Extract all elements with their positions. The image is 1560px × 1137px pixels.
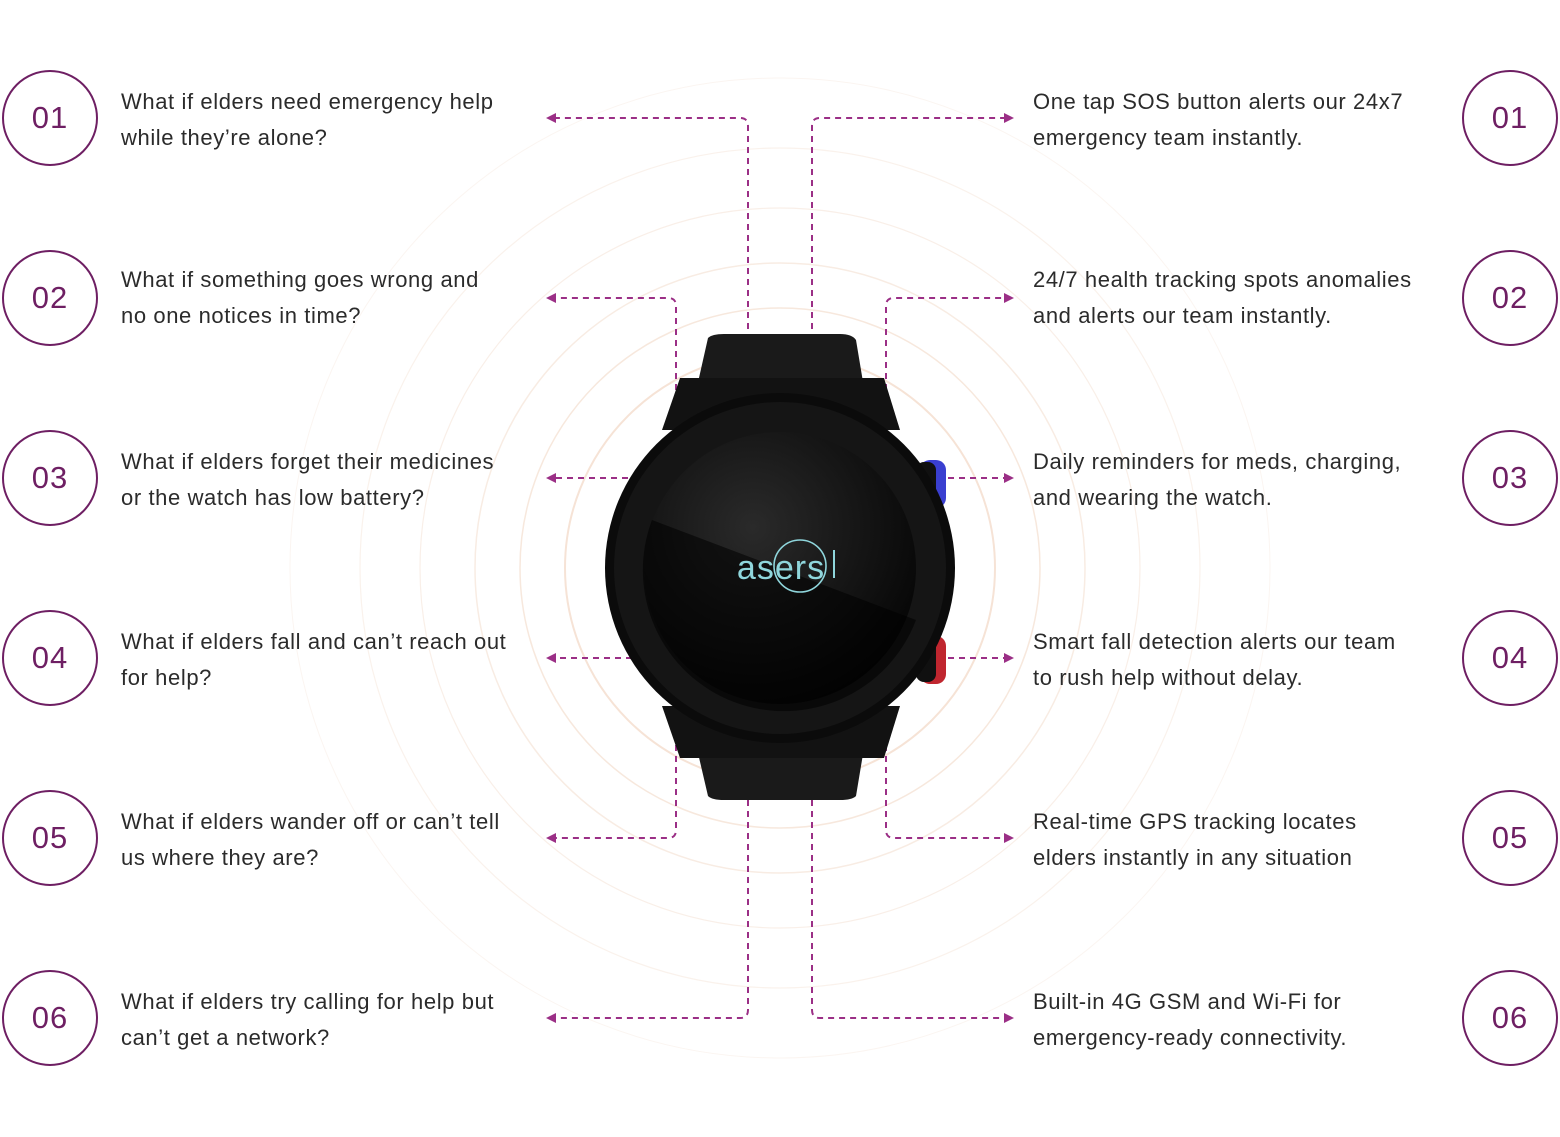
question-text: What if elders need emergency help while…	[121, 89, 494, 150]
connector-q1	[546, 113, 749, 340]
answer-number-badge: 04	[1462, 610, 1558, 706]
watch-logo: asers	[736, 548, 826, 587]
connector-a2	[885, 293, 1014, 390]
connector-q6	[546, 800, 749, 1023]
answer-text: Daily reminders for meds, charging, and …	[1033, 449, 1402, 510]
question-number-badge: 03	[2, 430, 98, 526]
answer-text: Built-in 4G GSM and Wi-Fi for emergency-…	[1033, 989, 1348, 1050]
question-text: What if something goes wrong and no one …	[121, 267, 479, 328]
question-number-badge: 04	[2, 610, 98, 706]
question-number-badge: 02	[2, 250, 98, 346]
smartwatch-illustration	[605, 334, 955, 800]
connector-a6	[811, 800, 1014, 1023]
question-text: What if elders wander off or can’t tell …	[121, 809, 500, 870]
connector-q5	[546, 745, 677, 843]
question-text: What if elders try calling for help but …	[121, 989, 495, 1050]
answer-text: One tap SOS button alerts our 24x7 emerg…	[1033, 89, 1404, 150]
answer-text: 24/7 health tracking spots anomalies and…	[1033, 267, 1412, 328]
question-number-badge: 05	[2, 790, 98, 886]
answer-number-badge: 01	[1462, 70, 1558, 166]
answer-number-badge: 05	[1462, 790, 1558, 886]
connector-q2	[546, 293, 677, 390]
question-number-badge: 06	[2, 970, 98, 1066]
answer-number-badge: 02	[1462, 250, 1558, 346]
left-connectors	[546, 113, 749, 1023]
question-number-badge: 01	[2, 70, 98, 166]
connector-a1	[811, 113, 1014, 340]
answer-number-badge: 06	[1462, 970, 1558, 1066]
right-connectors	[811, 113, 1014, 1023]
question-text: What if elders forget their medicines or…	[121, 449, 495, 510]
answer-text: Smart fall detection alerts our team to …	[1033, 629, 1396, 690]
question-text: What if elders fall and can’t reach out …	[121, 629, 507, 690]
answer-text: Real-time GPS tracking locates elders in…	[1033, 809, 1357, 870]
connector-a5	[885, 745, 1014, 843]
answer-number-badge: 03	[1462, 430, 1558, 526]
